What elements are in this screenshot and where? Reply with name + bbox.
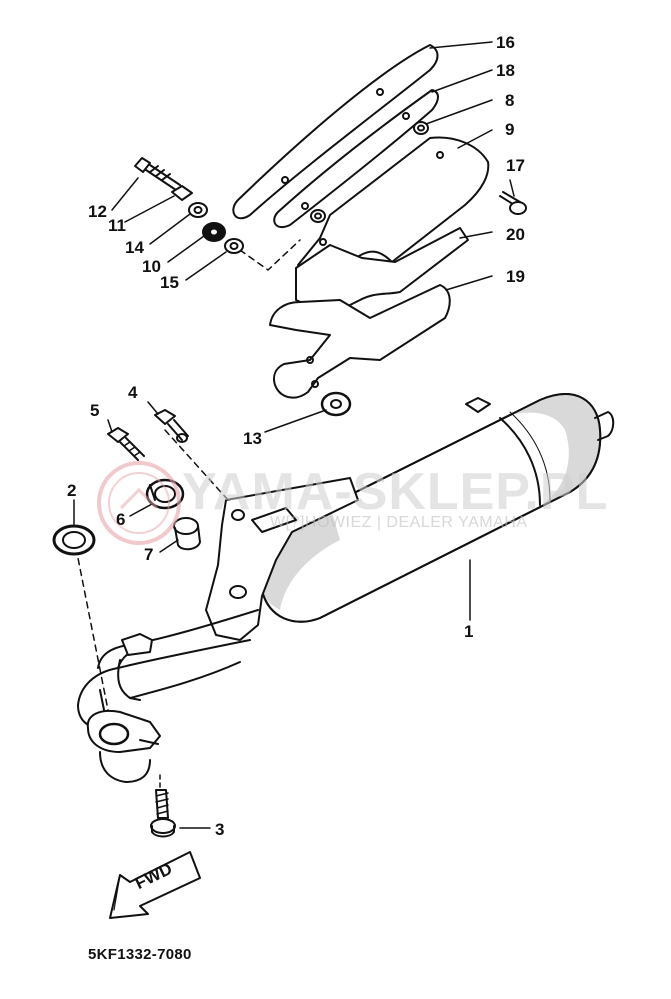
- protector-19: [269, 284, 451, 399]
- washer-15: [224, 238, 244, 254]
- damper-7: [173, 517, 201, 551]
- bolt-17: [499, 191, 527, 215]
- callout-17: 17: [506, 156, 525, 175]
- callout-11: 11: [108, 216, 126, 235]
- callout-2: 2: [67, 481, 77, 500]
- bolt-12: [134, 157, 181, 191]
- callout-9: 9: [505, 120, 515, 139]
- callout-15: 15: [160, 273, 179, 292]
- callout-3: 3: [215, 820, 225, 839]
- fwd-arrow: [109, 851, 201, 919]
- callout-19: 19: [506, 267, 525, 286]
- heat-shield-16: [232, 44, 439, 220]
- damper-14: [188, 202, 208, 218]
- muffler-1: [261, 393, 615, 623]
- washer-13: [320, 391, 352, 417]
- exhaust-pipe: [77, 477, 359, 783]
- callout-12: 12: [88, 202, 107, 221]
- callout-4: 4: [128, 383, 138, 402]
- bolt-5: [107, 427, 145, 461]
- heat-shield-18: [273, 89, 439, 229]
- callout-8: 8: [505, 91, 515, 110]
- callout-18: 18: [496, 61, 515, 80]
- watermark-tagline: W[?]HOWIEZ | DEALER YAMAHA: [270, 514, 528, 531]
- callout-6: 6: [116, 510, 126, 529]
- damper-10: [202, 222, 226, 242]
- bolt-4: [154, 409, 189, 443]
- protector-20: [295, 227, 469, 316]
- callout-20: 20: [506, 225, 525, 244]
- gasket-2: [52, 524, 96, 556]
- callout-5: 5: [90, 401, 100, 420]
- callout-7: 7: [144, 545, 154, 564]
- callout-13: 13: [243, 429, 262, 448]
- protector-9: [297, 136, 490, 279]
- watermark-brand: YAMA-SKLEP.PL: [182, 463, 609, 521]
- washer-8: [310, 121, 429, 223]
- part-code: 5KF1332-7080: [88, 946, 192, 963]
- callout-10: 10: [142, 257, 161, 276]
- assembly-dashed-lines: [75, 239, 301, 711]
- callout-14: 14: [125, 238, 144, 257]
- callout-16: 16: [496, 33, 515, 52]
- bolt-3: [150, 774, 176, 838]
- leader-lines: [73, 41, 515, 829]
- collar-11: [171, 185, 193, 201]
- callout-1: 1: [464, 622, 474, 641]
- watermark-logo: [96, 460, 182, 546]
